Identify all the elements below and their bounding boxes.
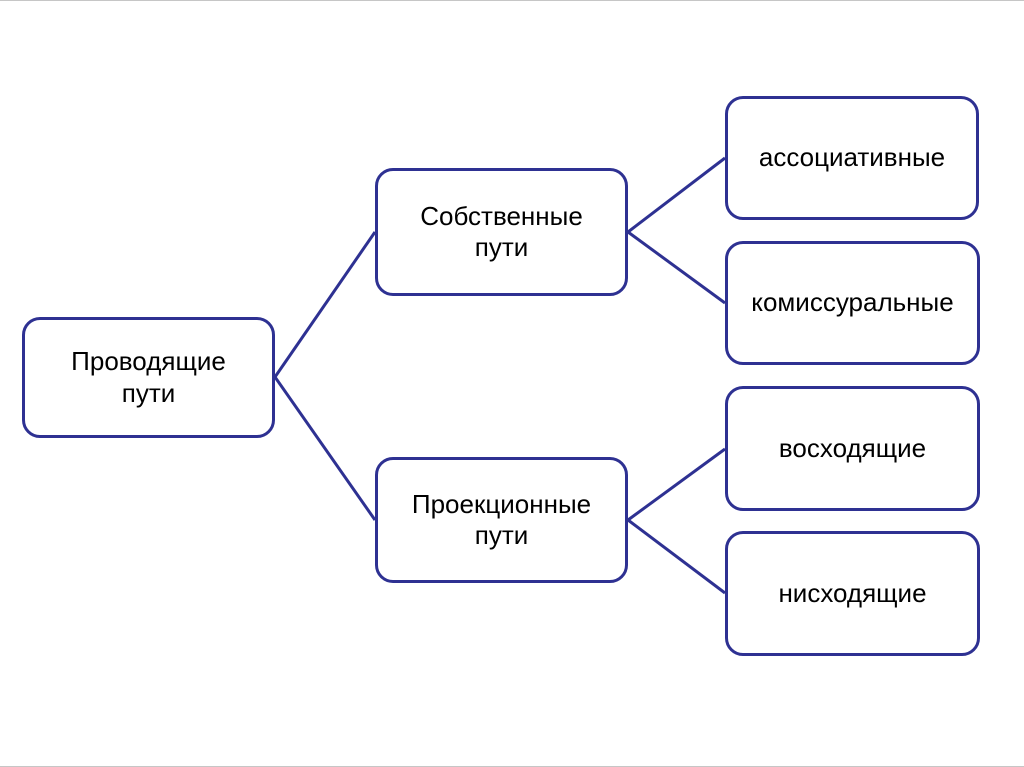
edge-own-associative [627,156,726,234]
node-conducting-pathways-label: Проводящие пути [71,346,226,408]
node-projection-pathways-label: Проекционные пути [411,488,592,550]
node-projection-pathways: Проекционные пути [375,457,628,583]
node-descending: нисходящие [725,531,980,656]
edge-projection-descending [627,518,726,595]
node-own-pathways: Собственные пути [375,168,628,296]
node-associative-label: ассоциативные [758,142,946,173]
edge-own-commissural [627,230,726,305]
node-conducting-pathways: Проводящие пути [22,317,275,438]
node-associative: ассоциативные [725,96,979,220]
edge-root-own [273,231,377,378]
node-commissural: комиссуральные [725,241,980,365]
edge-projection-ascending [627,447,726,522]
node-ascending: восходящие [725,386,980,511]
edge-root-projection [273,376,377,521]
node-commissural-label: комиссуральные [751,287,954,318]
node-descending-label: нисходящие [778,577,927,608]
node-ascending-label: восходящие [778,432,927,463]
node-own-pathways-label: Собственные пути [420,200,583,262]
